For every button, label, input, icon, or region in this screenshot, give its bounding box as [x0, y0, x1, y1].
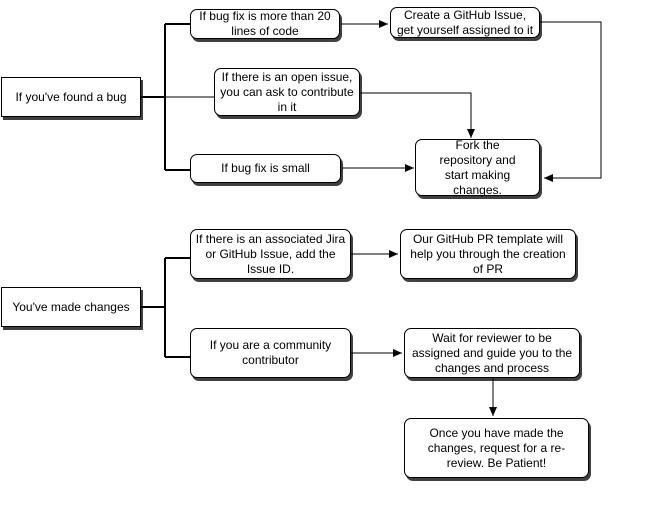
node-small-fix: If bug fix is small — [190, 154, 341, 183]
node-open-issue-label: If there is an open issue, you can ask t… — [220, 69, 354, 114]
node-create-issue-label: Create a GitHub Issue, get yourself assi… — [396, 7, 534, 37]
node-small-fix-label: If bug fix is small — [221, 161, 310, 175]
node-pr-template-label: Our GitHub PR template will help you thr… — [410, 231, 566, 276]
node-open-issue: If there is an open issue, you can ask t… — [214, 68, 360, 116]
node-found-bug: If you've found a bug — [1, 77, 141, 117]
node-re-review: Once you have made the changes, request … — [404, 418, 589, 478]
node-made-changes: You've made changes — [1, 287, 141, 327]
node-found-bug-label: If you've found a bug — [15, 89, 127, 104]
node-community-label: If you are a community contributor — [209, 338, 332, 367]
node-community: If you are a community contributor — [190, 328, 351, 378]
node-pr-template: Our GitHub PR template will help you thr… — [400, 229, 576, 279]
node-re-review-label: Once you have made the changes, request … — [427, 425, 566, 470]
node-fork: Fork the repository and start making cha… — [415, 137, 540, 197]
node-create-issue: Create a GitHub Issue, get yourself assi… — [390, 7, 540, 38]
arrow-create-issue-to-fork — [540, 21, 602, 182]
node-wait-reviewer: Wait for reviewer to be assigned and gui… — [404, 328, 580, 378]
node-wait-reviewer-label: Wait for reviewer to be assigned and gui… — [411, 330, 573, 375]
node-fork-label: Fork the repository and start making cha… — [439, 137, 516, 197]
arrow-open-issue-to-fork — [360, 92, 475, 138]
node-made-changes-label: You've made changes — [12, 299, 130, 314]
node-big-fix: If bug fix is more than 20 lines of code — [190, 9, 340, 39]
node-associated-issue-label: If there is an associated Jira or GitHub… — [195, 231, 346, 276]
node-big-fix-label: If bug fix is more than 20 lines of code — [199, 9, 331, 38]
node-associated-issue: If there is an associated Jira or GitHub… — [190, 229, 351, 279]
